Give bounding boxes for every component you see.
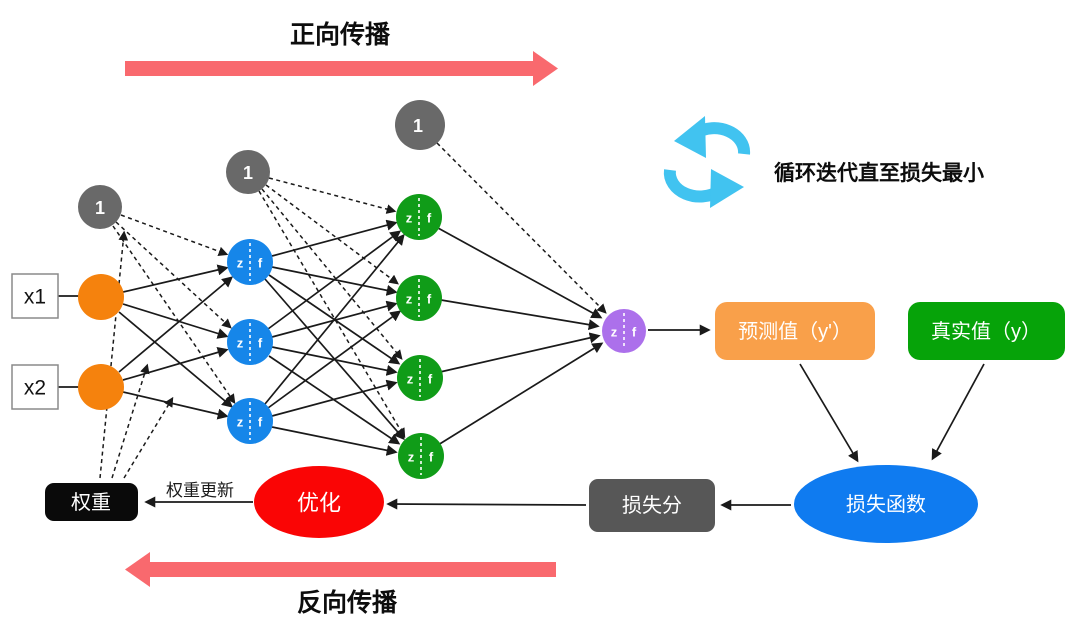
edge <box>264 278 405 441</box>
bias-edge <box>261 188 403 360</box>
weights-feed-edge <box>99 230 129 479</box>
edge-predicted-to-loss <box>799 363 859 463</box>
edge <box>271 426 398 456</box>
f-label: f <box>428 372 433 387</box>
loss-function-label: 损失函数 <box>846 493 926 516</box>
edge <box>271 379 398 417</box>
weights-feed-edge <box>123 396 174 479</box>
edge <box>271 219 398 257</box>
predicted-value-box: 预测值（y'） <box>715 302 875 360</box>
bias-edge <box>112 225 236 405</box>
edge <box>264 233 405 405</box>
optimizer-node: 优化 <box>254 466 384 538</box>
f-label: f <box>258 256 263 271</box>
edge <box>122 264 229 293</box>
edge <box>268 274 401 365</box>
optimizer-label: 优化 <box>297 491 341 516</box>
hidden1-neuron-3: z f <box>227 398 273 444</box>
edge <box>267 230 402 330</box>
bias-edge <box>268 177 397 214</box>
solid-edges <box>58 219 985 511</box>
f-label: f <box>427 211 432 226</box>
loss-score-label: 损失分 <box>622 494 682 517</box>
input-x1-label: x1 <box>24 286 46 309</box>
f-label: f <box>258 336 263 351</box>
f-label: f <box>427 292 432 307</box>
input-x2-box: x2 <box>11 364 59 410</box>
bias-edge <box>258 190 406 439</box>
z-label: z <box>237 256 244 271</box>
edge-actual-to-loss <box>931 363 985 461</box>
edge <box>122 347 229 381</box>
edge <box>118 276 234 373</box>
loop-refresh-icon <box>663 116 751 208</box>
z-label: z <box>237 336 244 351</box>
edge <box>439 332 601 373</box>
f-label: f <box>429 450 434 465</box>
weights-label: 权重 <box>71 491 111 514</box>
z-label: z <box>406 211 413 226</box>
backward-propagation-arrow <box>125 552 556 587</box>
output-neuron: z f <box>602 309 646 353</box>
weights-feed-edge <box>111 363 150 479</box>
bias-node-1: 1 <box>78 185 122 229</box>
z-label: z <box>406 292 413 307</box>
bias-edge <box>120 214 229 257</box>
bias-label: 1 <box>413 116 423 136</box>
edge <box>440 299 600 331</box>
loop-caption: 循环迭代直至损失最小 <box>774 161 984 185</box>
bias-node-2: 1 <box>226 150 270 194</box>
hidden2-neuron-1: z f <box>396 194 442 240</box>
predicted-value-label: 预测值（y'） <box>738 320 852 343</box>
loss-function-node: 损失函数 <box>794 465 978 543</box>
bias-label: 1 <box>243 163 253 183</box>
bias-edge <box>115 221 232 329</box>
bias-node-3: 1 <box>395 100 445 150</box>
f-label: f <box>258 415 263 430</box>
backward-propagation-title: 反向传播 <box>297 588 398 617</box>
dashed-edges <box>99 142 607 479</box>
input-x2-label: x2 <box>24 377 46 400</box>
weight-update-caption: 权重更新 <box>166 481 234 500</box>
loss-score-box: 损失分 <box>589 479 715 532</box>
actual-value-box: 真实值（y） <box>908 302 1065 360</box>
z-label: z <box>407 372 414 387</box>
bias-edge <box>436 142 607 314</box>
input-x1-box: x1 <box>11 273 59 319</box>
weights-box: 权重 <box>45 483 138 521</box>
hidden2-neuron-2: z f <box>396 275 442 321</box>
hidden1-neuron-2: z f <box>227 319 273 365</box>
edge <box>437 227 603 319</box>
edge <box>122 303 229 339</box>
bias-label: 1 <box>95 198 105 218</box>
z-label: z <box>408 450 415 465</box>
actual-value-label: 真实值（y） <box>931 320 1041 343</box>
f-label: f <box>632 325 637 340</box>
z-label: z <box>611 325 618 340</box>
forward-propagation-title: 正向传播 <box>290 20 391 49</box>
hidden2-neuron-4: z f <box>398 433 444 479</box>
edge <box>122 391 229 420</box>
bias-edge <box>265 184 399 285</box>
z-label: z <box>237 415 244 430</box>
hidden1-neuron-1: z f <box>227 239 273 285</box>
edge <box>118 311 234 408</box>
input-neuron-2 <box>78 364 124 410</box>
hidden2-neuron-3: z f <box>397 355 443 401</box>
forward-propagation-arrow <box>125 51 558 86</box>
edge <box>437 342 604 446</box>
edge-score-to-optimize <box>386 498 587 510</box>
input-neuron-1 <box>78 274 124 320</box>
